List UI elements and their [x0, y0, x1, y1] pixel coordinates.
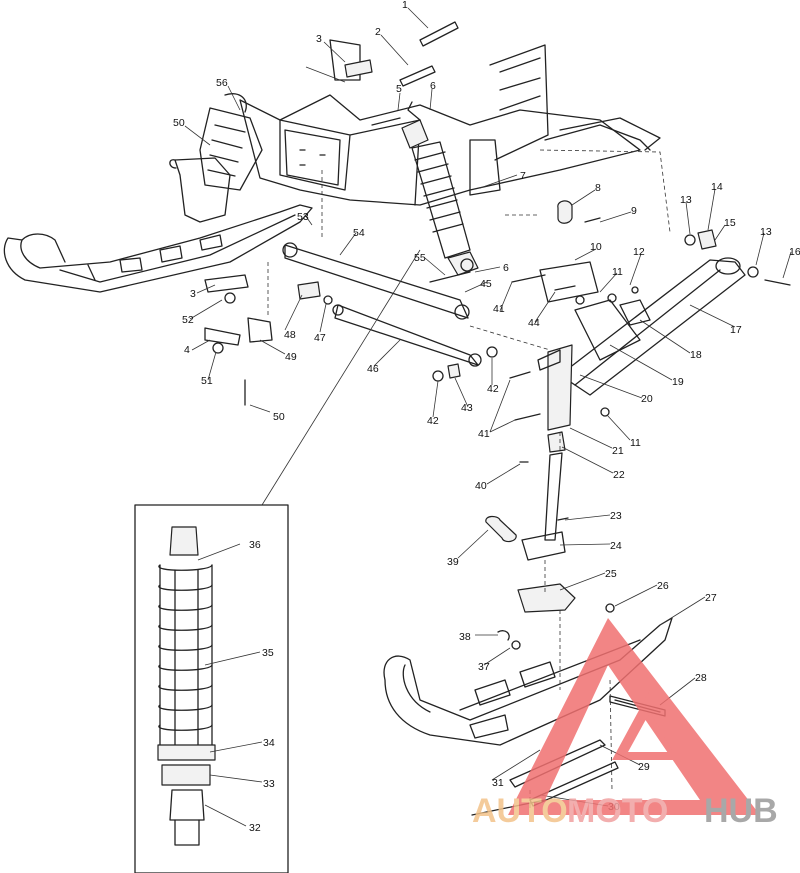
callout-46: 46	[367, 363, 379, 375]
spindle	[485, 344, 573, 561]
trailing-arm	[539, 257, 746, 396]
callout-49: 49	[285, 351, 297, 363]
callout-41: 41	[493, 303, 505, 315]
callout-24: 24	[610, 540, 622, 552]
callout-33: 33	[263, 778, 275, 790]
callout-16: 16	[789, 246, 800, 258]
callout-32: 32	[249, 822, 261, 834]
callout-44: 44	[528, 317, 540, 329]
callout-12: 12	[633, 246, 645, 258]
callout-18: 18	[690, 349, 702, 361]
callout-50: 50	[173, 117, 185, 129]
callout-1: 1	[402, 0, 408, 11]
callout-3: 3	[316, 33, 322, 45]
callout-35: 35	[262, 647, 274, 659]
callout-29: 29	[638, 761, 650, 773]
callout-52: 52	[182, 314, 194, 326]
callout-50: 50	[273, 411, 285, 423]
callout-6: 6	[430, 80, 436, 92]
callout-37: 37	[478, 661, 490, 673]
callout-34: 34	[263, 737, 275, 749]
callout-8: 8	[595, 182, 601, 194]
fasteners	[204, 21, 791, 713]
callout-42: 42	[487, 383, 499, 395]
callout-39: 39	[447, 556, 459, 568]
left-ski	[3, 204, 313, 293]
callout-21: 21	[612, 445, 624, 457]
callout-14: 14	[711, 181, 723, 193]
bulkhead-frame	[239, 39, 661, 206]
callout-6: 6	[503, 262, 509, 274]
callout-11: 11	[630, 437, 641, 449]
callout-38: 38	[459, 631, 471, 643]
callout-4: 4	[184, 344, 190, 356]
watermark-text-auto: AUTO	[472, 792, 568, 830]
callout-40: 40	[475, 480, 487, 492]
shock-detail-inset	[134, 249, 421, 873]
callout-51: 51	[201, 375, 213, 387]
callout-42: 42	[427, 415, 439, 427]
watermark-inner-triangle-icon	[612, 690, 690, 760]
watermark-triangle-icon	[508, 618, 760, 815]
callout-20: 20	[641, 393, 653, 405]
callout-55: 55	[414, 252, 426, 264]
callout-56: 56	[216, 77, 228, 89]
callout-25: 25	[605, 568, 617, 580]
callout-13: 13	[680, 194, 692, 206]
callout-2: 2	[375, 26, 381, 38]
callout-26: 26	[657, 580, 669, 592]
callout-31: 31	[492, 777, 504, 789]
watermark-logo: AUTO MOTO HUB	[472, 618, 778, 830]
callout-5: 5	[396, 83, 402, 95]
callout-7: 7	[520, 170, 526, 182]
callout-19: 19	[672, 376, 684, 388]
watermark-text-hub: HUB	[704, 792, 778, 830]
callout-54: 54	[353, 227, 365, 239]
callout-23: 23	[610, 510, 622, 522]
callout-53: 53	[297, 211, 309, 223]
leader-lines	[184, 7, 792, 827]
callout-27: 27	[705, 592, 717, 604]
callout-15: 15	[724, 217, 736, 229]
callout-11: 11	[612, 266, 623, 278]
callout-41: 41	[478, 428, 490, 440]
ski-saddle	[517, 583, 576, 613]
callout-10: 10	[590, 241, 602, 253]
callout-3: 3	[190, 288, 196, 300]
callout-47: 47	[314, 332, 326, 344]
callout-13: 13	[760, 226, 772, 238]
callout-48: 48	[284, 329, 296, 341]
callout-17: 17	[730, 324, 742, 336]
callout-28: 28	[695, 672, 707, 684]
watermark-text-moto: MOTO	[567, 792, 668, 830]
right-shock-assembly	[401, 101, 479, 276]
left-spindle	[169, 93, 263, 223]
callout-45: 45	[480, 278, 492, 290]
upper-control-arm	[282, 242, 482, 367]
callout-43: 43	[461, 402, 473, 414]
callout-9: 9	[631, 205, 637, 217]
callout-22: 22	[613, 469, 625, 481]
callout-36: 36	[249, 539, 261, 551]
